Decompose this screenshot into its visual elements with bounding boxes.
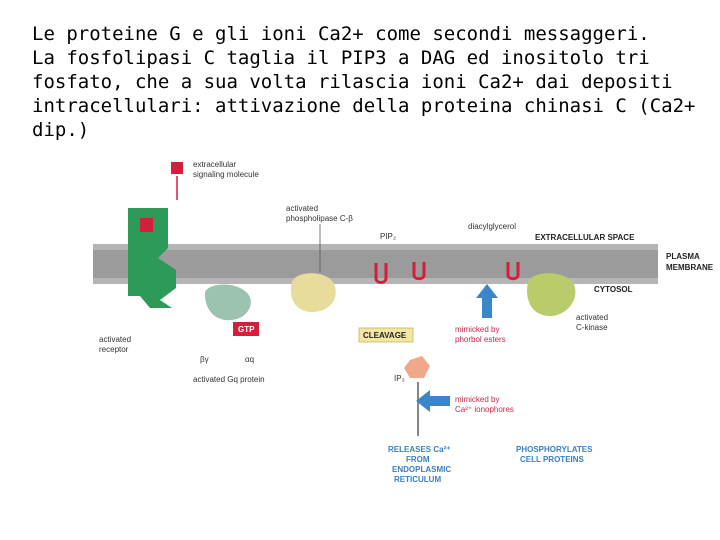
ionophore-label-1: mimicked by [455, 395, 499, 404]
cleavage-box [358, 327, 414, 343]
phorbol-label-2: phorbol esters [455, 335, 506, 344]
beta-gamma-label: βγ [200, 355, 209, 364]
g-protein-shape [204, 284, 251, 321]
pip2-lipid-icon [374, 263, 388, 284]
cleavage-label: CLEAVAGE [363, 331, 407, 340]
pip2-label: PIP₂ [380, 232, 396, 241]
membrane-label-2: MEMBRANE [666, 263, 714, 272]
alpha-q-label: αq [245, 355, 254, 364]
receptor-label-1: activated [99, 335, 131, 344]
dag-label: diacylglycerol [468, 222, 516, 231]
phospholipase-label-2: phospholipase C-β [286, 214, 353, 223]
title-line-4: intracellulari: attivazione della protei… [32, 95, 696, 117]
title-line-2: La fosfolipasi C taglia il PIP3 a DAG ed… [32, 47, 650, 69]
title-line-5: dip.) [32, 119, 90, 141]
ip3-label: IP₃ [394, 374, 405, 383]
receptor-bound-signal [140, 218, 153, 232]
title-line-1: Le proteine G e gli ioni Ca2+ come secon… [32, 23, 650, 45]
phospholipase-shape [290, 273, 336, 312]
signal-label-1: extracellular [193, 160, 236, 169]
gtp-label: GTP [238, 325, 255, 334]
ionophore-arrow-icon [416, 390, 450, 412]
releases-label-1: RELEASES Ca²⁺ [388, 445, 450, 454]
phospholipase-label-1: activated [286, 204, 318, 213]
c-kinase-shape [526, 273, 576, 316]
title-line-3: fosfato, che a sua volta rilascia ioni C… [32, 71, 673, 93]
receptor-label-2: receptor [99, 345, 129, 354]
signal-label-2: signaling molecule [193, 170, 259, 179]
g-protein-label: activated Gq protein [193, 375, 265, 384]
receptor-shape [128, 208, 176, 308]
dag-lipid-icon-2 [506, 262, 520, 281]
kinase-label-1: activated [576, 313, 608, 322]
cytosol-label: CYTOSOL [594, 285, 633, 294]
phosphorylates-label-2: CELL PROTEINS [520, 455, 585, 464]
phorbol-label-1: mimicked by [455, 325, 499, 334]
extracellular-space-label: EXTRACELLULAR SPACE [535, 233, 635, 242]
releases-label-4: RETICULUM [394, 475, 441, 484]
ip3-molecule-icon [404, 356, 430, 378]
releases-label-3: ENDOPLASMIC [392, 465, 451, 474]
dag-lipid-icon [412, 262, 426, 281]
gtp-badge [233, 322, 259, 336]
slide-title: Le proteine G e gli ioni Ca2+ come secon… [32, 22, 712, 142]
releases-label-2: FROM [406, 455, 430, 464]
membrane-top-layer [93, 244, 658, 250]
membrane-label-1: PLASMA [666, 252, 700, 261]
signal-molecule-icon [171, 162, 183, 174]
ionophore-label-2: Ca²⁺ ionophores [455, 405, 514, 414]
phosphorylates-label-1: PHOSPHORYLATES [516, 445, 593, 454]
kinase-label-2: C-kinase [576, 323, 608, 332]
phorbol-arrow-icon [476, 284, 498, 318]
